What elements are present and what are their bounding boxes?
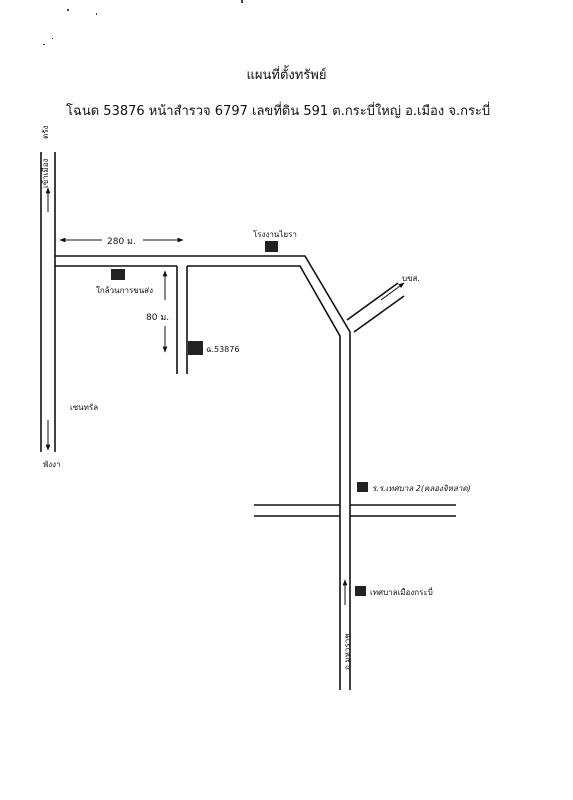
label-to-city: เข้าเมือง xyxy=(41,158,50,188)
label-maharaj-road: ถ.มหาราช xyxy=(343,633,352,670)
transport-office-marker xyxy=(111,269,125,280)
label-sawmill: โรงงานไยรา xyxy=(253,230,297,239)
scan-speck xyxy=(241,0,243,3)
sawmill-marker xyxy=(265,241,278,252)
bus-road-edge-2 xyxy=(353,295,405,333)
main-road-north-edge xyxy=(55,255,351,690)
parcel-marker xyxy=(188,341,203,355)
label-distance-280: 280 ม. xyxy=(107,237,136,247)
label-bus-terminal: บขส. xyxy=(402,274,420,283)
label-municipality: เทศบาลเมืองกระบี่ xyxy=(370,588,433,597)
parcel-details: โฉนด 53876 หน้าสำรวจ 6797 เลขที่ดิน 591 … xyxy=(66,104,491,119)
page-title: แผนที่ตั้งทรัพย์ xyxy=(246,68,327,83)
bus-road-edge-1 xyxy=(346,282,399,321)
school-marker xyxy=(357,482,368,492)
scan-speck xyxy=(96,13,97,15)
label-school: ร.ร.เทศบาล 2(คลองจิหลาด) xyxy=(372,484,471,493)
scan-speck xyxy=(43,44,45,45)
label-bypass: เซนทรัล xyxy=(70,403,99,412)
scan-speck xyxy=(52,38,53,39)
municipality-marker xyxy=(355,586,366,596)
label-phangnga: พังงา xyxy=(43,460,61,469)
arrow-bus-terminal xyxy=(380,282,405,301)
label-distance-80: 80 ม. xyxy=(146,313,170,323)
scan-speck xyxy=(67,9,69,11)
main-road-south-edge-east xyxy=(187,265,341,690)
label-transport-office: ใกล้วนการขนส่ง xyxy=(96,286,153,295)
label-parcel: ฉ.53876 xyxy=(206,345,240,354)
label-trang: ตรัง xyxy=(41,125,50,139)
